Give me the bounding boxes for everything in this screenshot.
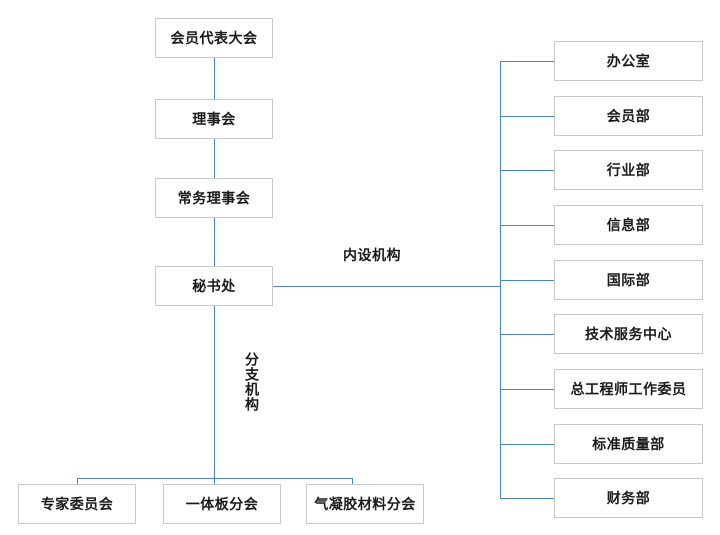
node-branch-expert-committee[interactable]: 专家委员会: [18, 484, 136, 524]
connector-assembly-to-council: [214, 58, 215, 99]
connector-drop-aerogel-material: [352, 478, 353, 484]
node-dept-finance[interactable]: 财务部: [554, 478, 703, 518]
node-secretariat[interactable]: 秘书处: [155, 266, 273, 306]
node-branch-integrated-board[interactable]: 一体板分会: [163, 484, 281, 524]
connector-stub-chief-engineer: [500, 389, 554, 390]
internal-departments-spine: [500, 61, 501, 498]
node-dept-standards-quality[interactable]: 标准质量部: [554, 424, 703, 464]
node-dept-tech-service[interactable]: 技术服务中心: [554, 314, 703, 354]
connector-stub-tech-service: [500, 334, 554, 335]
node-council[interactable]: 理事会: [155, 99, 273, 139]
connector-secretariat-to-internal-spine: [273, 286, 501, 287]
connector-drop-integrated-board: [214, 478, 215, 484]
edge-label-internal-departments: 内设机构: [343, 248, 401, 264]
connector-stub-office: [500, 61, 554, 62]
node-assembly[interactable]: 会员代表大会: [155, 18, 273, 58]
node-dept-information[interactable]: 信息部: [554, 205, 703, 245]
node-dept-international[interactable]: 国际部: [554, 260, 703, 300]
connector-stub-membership: [500, 116, 554, 117]
connector-drop-expert-committee: [77, 478, 78, 484]
node-dept-office[interactable]: 办公室: [554, 41, 703, 81]
node-branch-aerogel-material[interactable]: 气凝胶材料分会: [306, 484, 424, 524]
node-dept-industry[interactable]: 行业部: [554, 150, 703, 190]
connector-secretariat-to-affiliate-bus: [214, 306, 215, 478]
connector-standing-council-to-secretariat: [214, 218, 215, 266]
edge-label-affiliate-branches: 分支机构: [243, 352, 259, 412]
node-dept-membership[interactable]: 会员部: [554, 96, 703, 136]
affiliate-branch-bus: [77, 478, 353, 479]
node-dept-chief-engineer[interactable]: 总工程师工作委员: [554, 369, 703, 409]
connector-council-to-standing-council: [214, 139, 215, 178]
node-standing-council[interactable]: 常务理事会: [155, 178, 273, 218]
connector-stub-industry: [500, 170, 554, 171]
connector-stub-international: [500, 280, 554, 281]
connector-stub-finance: [500, 498, 554, 499]
connector-stub-information: [500, 225, 554, 226]
connector-stub-standards-quality: [500, 444, 554, 445]
